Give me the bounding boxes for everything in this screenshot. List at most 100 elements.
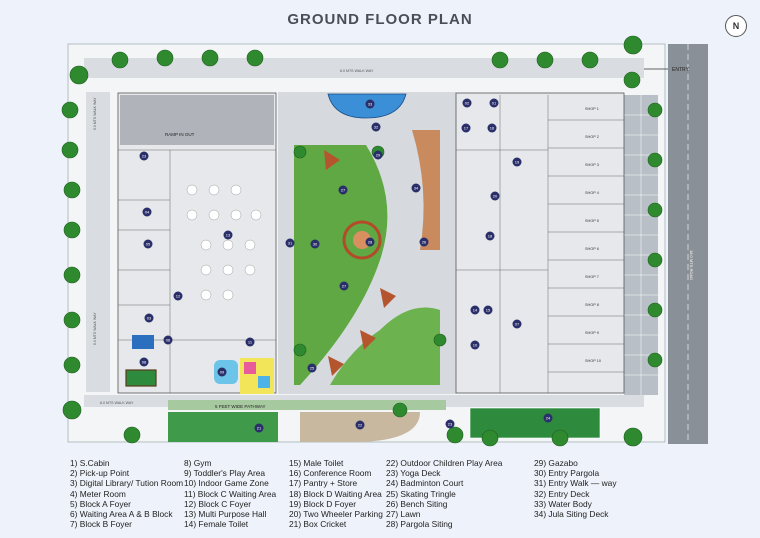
marker-30: 30 [310, 239, 320, 249]
walkway-left-top-label: 6.0 MTS WALK WAY [93, 97, 97, 130]
legend-item: 2) Pick-up Point [70, 468, 130, 479]
marker-19: 19 [512, 157, 522, 167]
marker-32: 32 [371, 122, 381, 132]
legend-item: 13) Multi Purpose Hall [184, 509, 267, 520]
legend-col-4: 22) Outdoor Children Play Area 23) Yoga … [386, 458, 502, 529]
svg-text:14: 14 [473, 308, 478, 313]
svg-text:09: 09 [220, 370, 225, 375]
marker-16: 16 [487, 123, 497, 133]
legend-item: 17) Pantry + Store [289, 478, 358, 489]
svg-text:33: 33 [368, 102, 373, 107]
marker-29: 29 [373, 150, 383, 160]
hall-tables [186, 184, 262, 301]
shop-7-label: SHOP 7 [585, 275, 599, 279]
svg-text:20: 20 [493, 194, 498, 199]
legend-col-2: 8) Gym 9) Toddler's Play Area 10) Indoor… [184, 458, 276, 529]
legend-col-1: 1) S.Cabin 2) Pick-up Point 3) Digital L… [70, 458, 183, 529]
shop-9-label: SHOP 9 [585, 331, 599, 335]
snooker-table [125, 369, 157, 387]
legend-item: 1) S.Cabin [70, 458, 110, 468]
pathway-strip [168, 400, 446, 410]
marker-24: 24 [543, 413, 553, 423]
marker-08: 08 [139, 357, 149, 367]
marker-01: 01 [489, 98, 499, 108]
pergola-circle [342, 220, 382, 260]
svg-text:18: 18 [488, 234, 493, 239]
walkway-left-bottom-label: 6.0 MTS WALK WAY [93, 312, 97, 345]
svg-text:11: 11 [248, 340, 253, 345]
legend-col-5: 29) Gazabo 30) Entry Pargola 31) Entry W… [534, 458, 617, 519]
svg-text:27: 27 [341, 188, 346, 193]
legend-item: 10) Indoor Game Zone [184, 478, 269, 489]
svg-text:01: 01 [492, 101, 497, 106]
svg-text:29: 29 [376, 153, 381, 158]
svg-text:21: 21 [257, 426, 262, 431]
marker-23b: 23 [139, 151, 149, 161]
ramp-label: RAMP IN OUT [165, 132, 195, 137]
marker-14: 14 [470, 305, 480, 315]
marker-09: 09 [217, 367, 227, 377]
svg-text:32: 32 [374, 125, 379, 130]
legend-item: 32) Entry Deck [534, 488, 590, 499]
deck-strip [412, 130, 440, 250]
legend-item: 21) Box Cricket [289, 519, 347, 530]
shop-1-label: SHOP 1 [585, 107, 599, 111]
svg-text:27: 27 [342, 284, 347, 289]
walkway-bottom-label: 6.0 MTS WALK WAY [100, 401, 134, 405]
marker-05: 05 [143, 239, 153, 249]
ramp [120, 95, 274, 145]
legend-item: 20) Two Wheeler Parking [289, 509, 383, 520]
legend-item: 25) Skating Tringle [386, 488, 456, 499]
svg-text:34: 34 [414, 186, 419, 191]
legend-item: 23) Yoga Deck [386, 468, 441, 479]
svg-text:23: 23 [448, 422, 453, 427]
svg-text:17: 17 [464, 126, 469, 131]
shop-5-label: SHOP 5 [585, 219, 599, 223]
markers: 33 32 29 27 34 26 28 31 30 27 25 21 22 2… [139, 98, 553, 433]
svg-text:03: 03 [147, 316, 152, 321]
marker-18: 18 [485, 231, 495, 241]
marker-31: 31 [285, 238, 295, 248]
north-arrow-icon: N [725, 15, 747, 37]
svg-text:13: 13 [226, 233, 231, 238]
legend-item: 26) Bench Siting [386, 498, 448, 509]
svg-text:04: 04 [145, 210, 150, 215]
svg-text:16: 16 [490, 126, 495, 131]
marker-21: 21 [254, 423, 264, 433]
lawn-right [330, 307, 440, 385]
shop-2-label: SHOP 2 [585, 135, 599, 139]
svg-text:31: 31 [288, 241, 293, 246]
legend-item: 18) Block D Waiting Area [289, 488, 382, 499]
svg-text:28: 28 [368, 240, 373, 245]
legend-item: 27) Lawn [386, 509, 421, 520]
legend-item: 9) Toddler's Play Area [184, 468, 266, 479]
road-label: 18.0 MTS ROAD [689, 250, 694, 280]
lawn-left [294, 145, 388, 385]
marker-28: 28 [365, 237, 375, 247]
marker-17: 17 [461, 123, 471, 133]
svg-text:02: 02 [465, 101, 470, 106]
svg-text:30: 30 [313, 242, 318, 247]
svg-text:23: 23 [142, 154, 147, 159]
svg-text:07: 07 [515, 322, 520, 327]
shop-4-label: SHOP 4 [585, 191, 599, 195]
marker-26: 26 [419, 237, 429, 247]
marker-25: 25 [307, 363, 317, 373]
marker-33: 33 [365, 99, 375, 109]
entry-label: ENTRY [672, 67, 690, 73]
legend-item: 31) Entry Walk — way [534, 478, 617, 489]
legend-item: 28) Pargola Siting [386, 519, 453, 530]
marker-23: 23 [445, 419, 455, 429]
legend-item: 24) Badminton Court [386, 478, 464, 489]
svg-text:05: 05 [146, 242, 151, 247]
legend-item: 34) Jula Siting Deck [534, 509, 609, 520]
legend-item: 15) Male Toilet [289, 458, 344, 468]
legend-item: 22) Outdoor Children Play Area [386, 458, 503, 468]
legend-item: 19) Block D Foyer [289, 498, 357, 509]
marker-11: 11 [245, 337, 255, 347]
pathway-label: 5 FEET WIDE PATHWAY [215, 404, 266, 409]
badminton-table [132, 335, 154, 349]
svg-text:22: 22 [358, 423, 363, 428]
marker-04: 04 [142, 207, 152, 217]
marker-15: 15 [483, 305, 493, 315]
